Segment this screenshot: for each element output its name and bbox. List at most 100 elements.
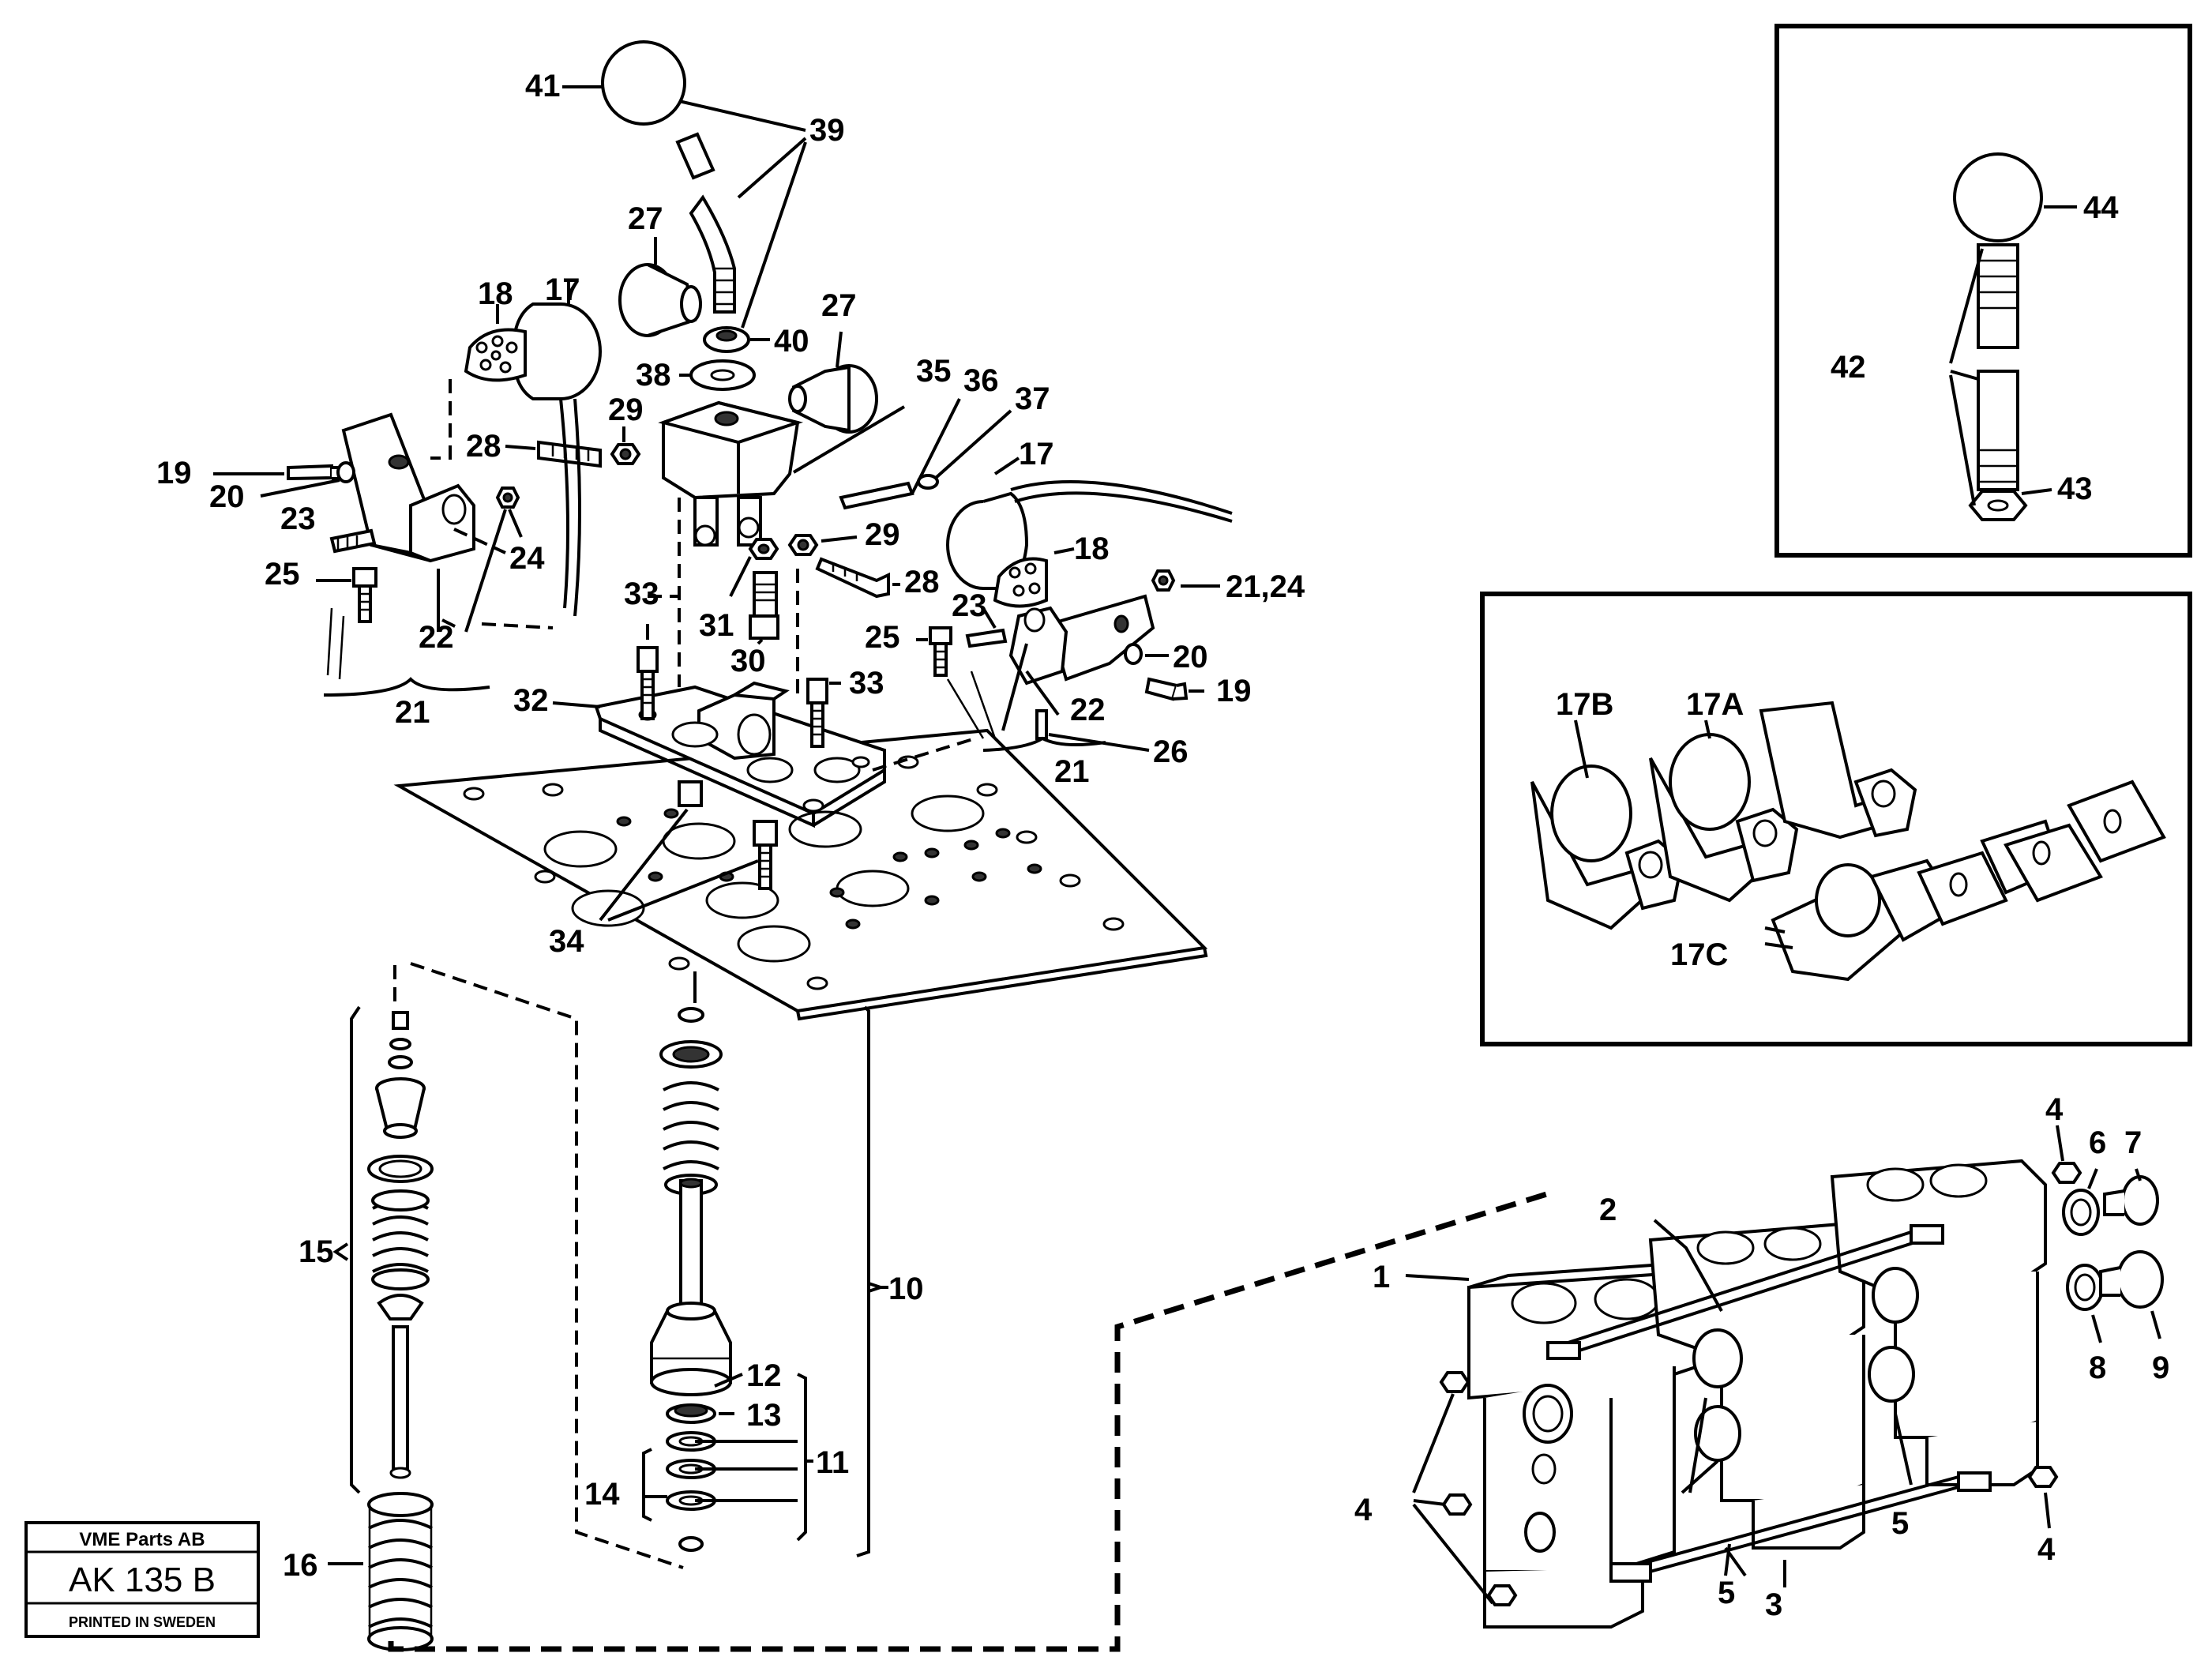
washer-20-right — [1124, 643, 1169, 665]
callout-10: 10 — [888, 1272, 924, 1306]
valve-stack-15 — [367, 1011, 434, 1479]
callout-32: 32 — [513, 683, 549, 718]
callout-21b: 21 — [1054, 754, 1090, 789]
callout-17B: 17B — [1556, 687, 1613, 722]
callout-4b: 4 — [2037, 1532, 2056, 1567]
lens-18-left — [464, 304, 527, 382]
callout-36: 36 — [963, 363, 999, 398]
screw-25-right — [916, 626, 952, 677]
mounting-plate — [393, 728, 1208, 1021]
screws-34 — [599, 780, 778, 922]
screw-28-left — [505, 440, 602, 468]
callout-24: 24 — [509, 541, 545, 576]
screw-19-right — [1144, 677, 1204, 701]
callout-6: 6 — [2089, 1125, 2106, 1160]
callout-23a: 23 — [280, 502, 316, 536]
nut-24-left — [495, 486, 523, 538]
callout-41: 41 — [525, 69, 561, 103]
nut-40 — [703, 326, 770, 353]
screw-25-left — [316, 567, 377, 623]
plug-9 — [2099, 1250, 2164, 1339]
callout-19a: 19 — [156, 456, 192, 490]
callout-43: 43 — [2057, 471, 2093, 506]
callout-29a: 29 — [608, 393, 644, 427]
callout-18a: 18 — [478, 276, 513, 311]
callout-1: 1 — [1373, 1260, 1390, 1294]
callout-17b: 17 — [1019, 437, 1054, 471]
callout-33b: 33 — [849, 666, 884, 701]
stamp-code: AK 135 B — [69, 1561, 216, 1599]
callout-44: 44 — [2083, 190, 2119, 225]
callout-15: 15 — [299, 1234, 334, 1269]
callout-19b: 19 — [1216, 674, 1252, 708]
callout-18b: 18 — [1074, 532, 1110, 566]
seal-ring-6 — [2062, 1168, 2100, 1236]
stamp-company: VME Parts AB — [79, 1529, 205, 1550]
screw-19-left — [213, 464, 343, 481]
callout-3: 3 — [1765, 1587, 1782, 1622]
knob-27-left — [618, 237, 702, 337]
callout-14: 14 — [584, 1477, 620, 1512]
callout-11: 11 — [816, 1445, 849, 1480]
washer-20-left — [260, 461, 355, 498]
callout-37: 37 — [1015, 381, 1050, 416]
callout-29b: 29 — [865, 517, 900, 552]
tie-rods-3 — [1546, 1224, 1992, 1583]
bracket-left-21 — [341, 412, 475, 563]
bolt-30 — [749, 571, 779, 645]
callout-30: 30 — [730, 644, 766, 678]
seal-ring-8 — [2066, 1264, 2104, 1343]
callout-23b: 23 — [952, 588, 987, 623]
valve-stack-10 — [650, 971, 732, 1552]
lever-housing-35 — [658, 400, 906, 547]
nut-21-24 — [1151, 569, 1220, 592]
nut-29-left — [610, 426, 641, 465]
callout-4c: 4 — [2045, 1092, 2064, 1127]
publisher-stamp: VME Parts AB AK 135 B PRINTED IN SWEDEN — [24, 1521, 260, 1638]
callout-22b: 22 — [1070, 693, 1106, 727]
callout-28a: 28 — [466, 429, 501, 464]
nut-29-right — [787, 534, 858, 556]
bracket-right-21 — [1008, 594, 1155, 686]
callout-39: 39 — [809, 113, 845, 148]
lever-rod-39 — [675, 100, 807, 329]
callout-40: 40 — [774, 324, 809, 359]
lever-knob-41 — [562, 40, 686, 126]
valve-section-1 — [1405, 1258, 1730, 1629]
callout-42: 42 — [1831, 350, 1866, 385]
callout-34: 34 — [549, 924, 584, 959]
callout-20a: 20 — [209, 479, 245, 514]
spring-16 — [328, 1492, 434, 1651]
callout-25a: 25 — [265, 557, 300, 592]
screw-28-right — [815, 557, 900, 599]
callout-25b: 25 — [865, 620, 900, 655]
callout-5b: 5 — [1891, 1506, 1909, 1541]
callout-5a: 5 — [1718, 1576, 1735, 1610]
callout-38: 38 — [636, 358, 671, 393]
nuts-4 — [1412, 1125, 2082, 1606]
seals-5 — [1681, 1397, 1913, 1494]
callout-33a: 33 — [624, 577, 659, 611]
plug-7 — [2103, 1168, 2159, 1226]
callout-12: 12 — [746, 1358, 782, 1393]
callout-20b: 20 — [1173, 640, 1208, 674]
callout-7: 7 — [2124, 1125, 2142, 1160]
pin-23-left — [329, 528, 377, 554]
callout-8: 8 — [2089, 1351, 2106, 1385]
pin-23-right — [965, 607, 1008, 648]
callout-27b: 27 — [821, 288, 857, 323]
knob-27-right — [788, 331, 878, 434]
callout-21-24: 21,24 — [1226, 569, 1305, 604]
callout-28b: 28 — [904, 565, 940, 599]
nut-31 — [729, 538, 779, 597]
callout-13: 13 — [746, 1398, 782, 1433]
clip-37 — [917, 409, 1012, 490]
inset-bracket-variants — [1480, 592, 2192, 1046]
washer-38 — [679, 359, 756, 391]
callout-26: 26 — [1153, 734, 1189, 769]
callout-22a: 22 — [419, 620, 454, 655]
callout-17A: 17A — [1686, 687, 1744, 722]
callout-16: 16 — [283, 1548, 318, 1583]
callout-31: 31 — [699, 608, 734, 643]
